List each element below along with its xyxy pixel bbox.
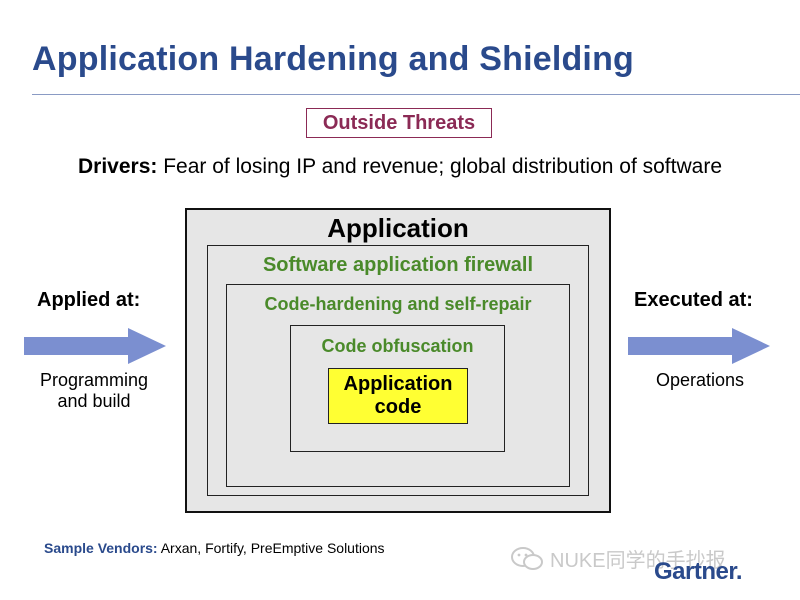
right-arrow-icon: [628, 328, 770, 364]
outside-threats-box: Outside Threats: [306, 108, 492, 138]
sample-vendors-label: Sample Vendors:: [44, 540, 158, 556]
drivers-text: Fear of losing IP and revenue; global di…: [163, 155, 722, 178]
application-code-label: Application code: [344, 373, 453, 419]
watermark: NUKE同学的手抄报: [510, 544, 726, 573]
obfuscation-layer-label: Code obfuscation: [321, 336, 474, 356]
application-code-box: Application code: [328, 368, 468, 424]
title-divider: [32, 94, 800, 95]
applied-at-line1: Programming: [39, 370, 149, 390]
drivers-line: Drivers: Fear of losing IP and revenue; …: [0, 155, 800, 179]
right-arrow-icon: [24, 328, 166, 364]
applied-at-heading: Applied at:: [37, 289, 141, 311]
executed-at-heading: Executed at:: [634, 289, 753, 311]
applied-at-line2: and build: [57, 391, 131, 411]
executed-at-text: Operations: [628, 370, 772, 391]
sample-vendors-text: Arxan, Fortify, PreEmptive Solutions: [160, 540, 385, 556]
applied-at-text: Programming and build: [22, 370, 166, 412]
slide-title: Application Hardening and Shielding: [32, 40, 635, 78]
application-code-line1: Application: [343, 373, 453, 395]
gartner-logo: Gartner.: [654, 558, 743, 585]
wechat-icon: [511, 546, 543, 570]
hardening-layer-label: Code-hardening and self-repair: [264, 294, 532, 314]
firewall-layer-label: Software application firewall: [262, 254, 534, 276]
drivers-label: Drivers:: [77, 155, 158, 178]
executed-at-line1: Operations: [655, 370, 745, 390]
application-layer-label: Application: [327, 213, 469, 243]
sample-vendors: Sample Vendors: Arxan, Fortify, PreEmpti…: [44, 540, 385, 556]
application-code-line2: code: [374, 396, 422, 418]
watermark-text: NUKE同学的手抄报: [550, 550, 726, 572]
